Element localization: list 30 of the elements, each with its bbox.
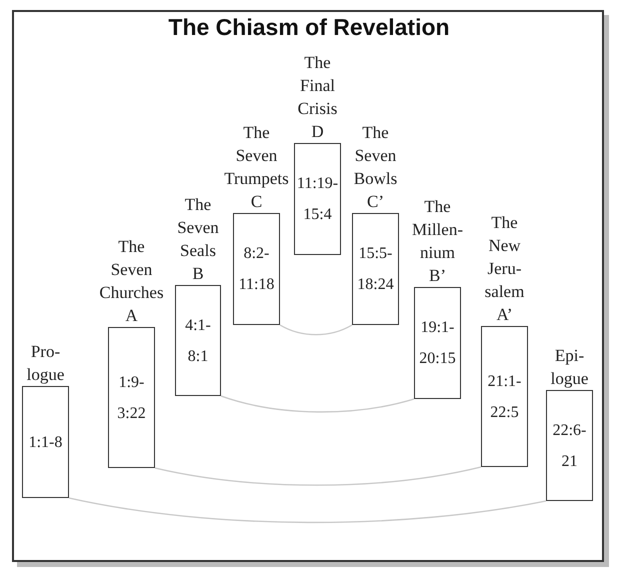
section-heading: The Seven Churches — [99, 236, 164, 304]
section-heading: The Seven Seals — [177, 194, 219, 262]
chiasm-letter: D — [311, 121, 324, 143]
chiasm-letter: A’ — [496, 304, 513, 326]
section-heading: The Seven Trumpets — [224, 122, 289, 190]
section-heading: Pro- logue — [26, 341, 64, 386]
chiasm-letter: A — [125, 305, 138, 327]
connector-curve — [220, 395, 414, 413]
section-heading: The Final Crisis — [298, 52, 338, 120]
connector-curve — [280, 324, 352, 336]
section-heading: The Millen- nium — [412, 196, 463, 264]
section-heading: The Seven Bowls — [354, 122, 398, 190]
connector-curve — [68, 497, 546, 524]
verse-reference: 8:2- 11:18 — [238, 244, 276, 295]
verse-reference: 22:6- 21 — [552, 420, 588, 472]
connector-curve — [154, 466, 482, 486]
verse-reference: 19:1- 20:15 — [418, 318, 457, 369]
chiasm-letter: C’ — [367, 191, 384, 213]
chiasm-letter: B — [192, 263, 204, 285]
verse-reference: 4:1- 8:1 — [184, 316, 212, 366]
chiasm-letter: C — [250, 191, 262, 213]
verse-reference: 11:19- 15:4 — [296, 174, 340, 225]
section-heading: Epi- logue — [550, 345, 588, 390]
verse-reference: 1:9- 3:22 — [116, 372, 147, 424]
verse-reference: 15:5- 18:24 — [356, 244, 395, 295]
title: The Chiasm of Revelation — [167, 14, 451, 41]
chiasm-letter: B’ — [429, 265, 446, 287]
verse-reference: 1:1-8 — [28, 432, 62, 452]
section-heading: The New Jeru- salem — [484, 212, 524, 303]
verse-reference: 21:1- 22:5 — [486, 372, 522, 422]
